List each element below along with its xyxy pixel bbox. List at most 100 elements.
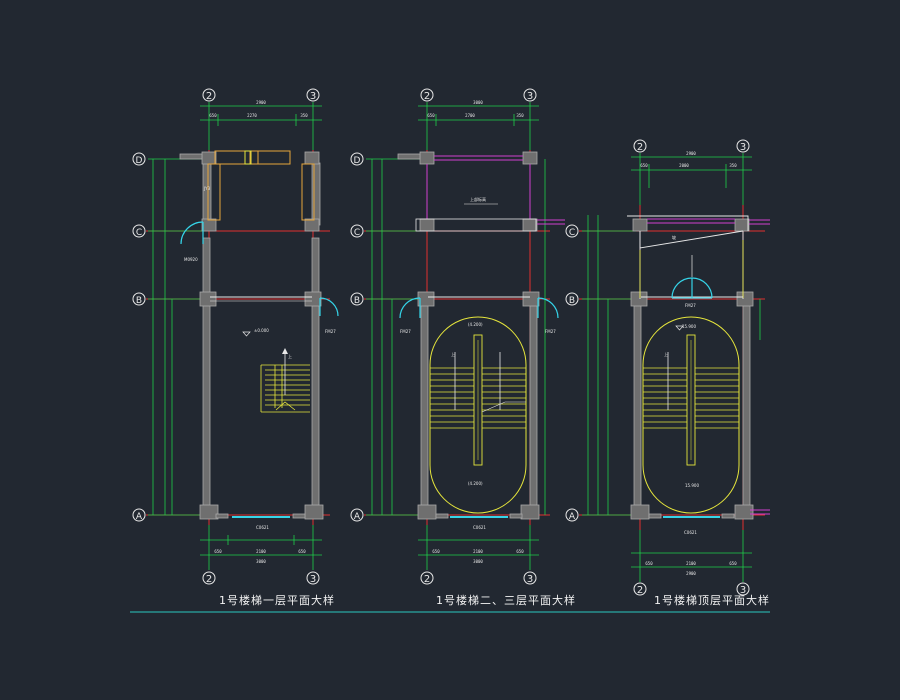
door-label: FM27 (685, 303, 696, 308)
plan-2-stair-well (473, 334, 483, 466)
plan-1-axis-bottom: 2 3 (202, 571, 320, 585)
axis-label: 2 (206, 91, 212, 102)
dim-total-top: 2900 (256, 100, 266, 105)
dim-part: 2000 (679, 163, 689, 168)
up-label: 上 (451, 351, 455, 357)
dim-part: 650 (432, 549, 440, 554)
dim-total-bottom: 3000 (473, 559, 483, 564)
level-label: (4.200) (468, 322, 483, 327)
axis-label: 2 (424, 574, 430, 585)
up-label: 上 (664, 351, 668, 357)
axis-label: 3 (310, 574, 316, 585)
plan-3-window-frames (647, 218, 770, 225)
row-label: C (569, 228, 575, 238)
plan-3-level-marker (675, 325, 684, 331)
plan-1-labels: M0920 FM27 ±0.000 上 C0621 JY3 (184, 186, 336, 530)
slope-label: 坡 (672, 234, 676, 240)
level-label: 15.900 (682, 324, 696, 329)
dim-part: 650 (427, 113, 435, 118)
dim-part: 350 (729, 163, 737, 168)
dim-total-top: 3000 (473, 100, 483, 105)
plan-1-level-marker (242, 331, 251, 337)
plan-1-title: 1号楼梯一层平面大样 (219, 594, 335, 607)
dim-part: 650 (214, 549, 222, 554)
dim-part: 350 (516, 113, 524, 118)
plan-3-dimensions (582, 153, 761, 582)
plan-2-door-right (537, 297, 559, 319)
plan-2-walls (397, 151, 540, 520)
row-label: A (569, 512, 576, 522)
dim-part: 2100 (256, 549, 266, 554)
dim-total-bottom: 2900 (686, 571, 696, 576)
plan-2-window-frames (426, 155, 565, 225)
plan-2-dimensions (366, 102, 546, 570)
plan-1-door-left (180, 221, 204, 245)
row-label: D (354, 156, 361, 166)
axis-label: 2 (637, 142, 643, 153)
plan-3-dim-text: 2900 650 2000 350 2900 650 2100 650 (640, 151, 737, 576)
dim-part: 2700 (465, 113, 475, 118)
window-label: C0621 (256, 525, 269, 530)
plan-2-row-bubbles: D C B A (350, 152, 364, 522)
plan-2-landing-slab (415, 218, 537, 232)
plan-2-labels: FM27 FM27 (4.200) (4.200) 上 C0621 (400, 322, 556, 530)
dim-part: 650 (729, 561, 737, 566)
dim-part: 350 (300, 113, 308, 118)
row-label: B (136, 296, 142, 306)
level-label: (4.200) (468, 481, 483, 486)
dim-part: 650 (209, 113, 217, 118)
dim-total-top: 2900 (686, 151, 696, 156)
plan-2-title: 1号楼梯二、三层平面大样 (436, 594, 576, 607)
plan-1-walls (179, 151, 324, 520)
plan-1-door-right (319, 297, 339, 317)
plan-1-arrow-head (282, 348, 288, 354)
plan-3-row-bubbles: C B A (565, 224, 579, 522)
row-label: A (136, 512, 143, 522)
plan-3-top-floor: 2 3 2 3 C B A (565, 139, 770, 596)
dim-part: 650 (640, 163, 648, 168)
row-label: B (569, 296, 575, 306)
note-label: 上部标高 (470, 196, 486, 202)
axis-label: 2 (206, 574, 212, 585)
plan-1-column-mark (244, 150, 252, 165)
axis-label: 3 (740, 142, 746, 153)
window-label: C0621 (473, 525, 486, 530)
plan-2-stair-treads (430, 367, 526, 429)
row-label: A (354, 512, 361, 522)
plan-3-axis-top: 2 3 (633, 139, 750, 153)
axis-label: 3 (527, 91, 533, 102)
plan-2-axis-bottom: 2 3 (420, 571, 537, 585)
plan-3-labels: FM27 15.900 15.900 上 C0621 (664, 303, 699, 535)
plan-1-dimensions (148, 102, 322, 570)
plan-2-dim-text: 3000 650 2700 350 3000 650 2100 650 (427, 100, 524, 564)
axis-label: 3 (310, 91, 316, 102)
dim-part: 2270 (247, 113, 257, 118)
axis-label: 2 (424, 91, 430, 102)
plan-2-door-left (399, 297, 421, 319)
dim-part: 650 (645, 561, 653, 566)
plan-3-title: 1号楼梯顶层平面大样 (654, 594, 770, 607)
plan-3-double-door (671, 277, 713, 299)
plan-3-stair-well (686, 334, 696, 466)
window-label: JY3 (203, 186, 211, 191)
plan-1-axis-top: 2 3 (202, 88, 320, 102)
dim-part: 2100 (686, 561, 696, 566)
row-label: B (354, 296, 360, 306)
plan-1-dim-text: 2900 650 2270 350 3000 650 2100 650 (209, 100, 308, 564)
dim-part: 650 (298, 549, 306, 554)
door-label: FM27 (545, 329, 556, 334)
door-label: FM27 (325, 329, 336, 334)
plan-3-stair-treads (643, 367, 739, 429)
dim-part: 650 (516, 549, 524, 554)
plan-2-axis-top: 2 3 (420, 88, 537, 102)
plan-3-axis-bottom: 2 3 (633, 582, 750, 596)
axis-label: 3 (527, 574, 533, 585)
plan-1-canopy (207, 150, 315, 221)
row-label: C (354, 228, 360, 238)
level-label: 15.900 (685, 483, 699, 488)
plan-3-window-right (750, 509, 770, 515)
plan-2-stair-outline (429, 316, 527, 514)
axis-label: 2 (637, 585, 643, 596)
plan-1-stair (260, 364, 310, 413)
